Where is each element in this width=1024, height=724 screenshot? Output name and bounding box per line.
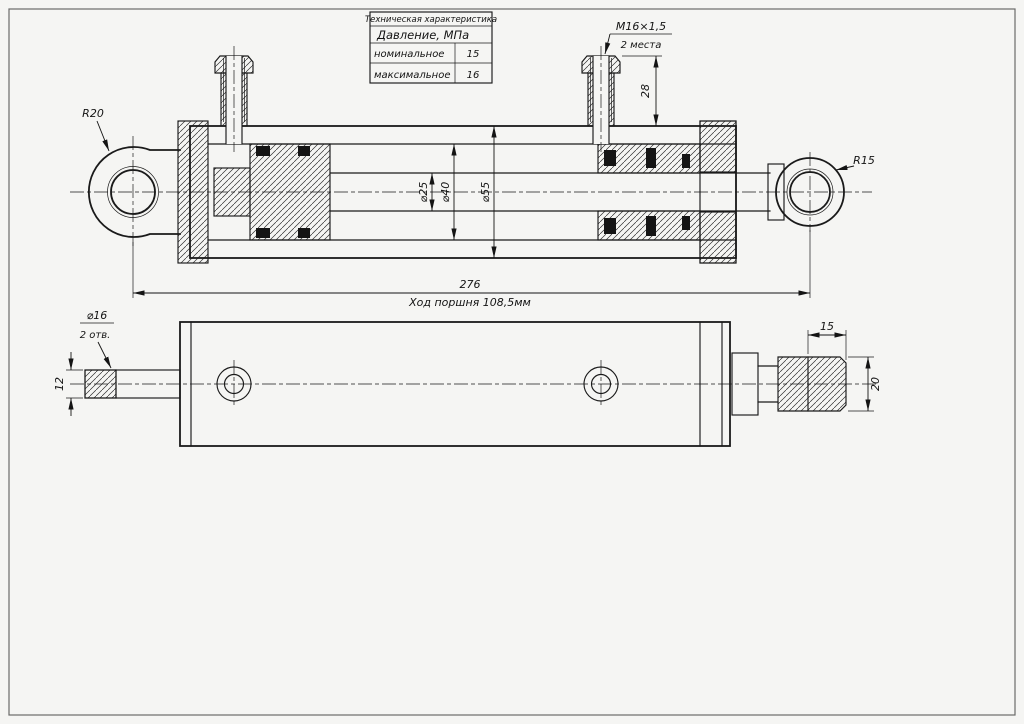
dimension-thread-length: 15	[807, 320, 847, 360]
eye-hole-count-label: 2 отв.	[80, 330, 111, 341]
rear-eye-radius-label: R20	[82, 107, 104, 120]
head-collar	[699, 120, 737, 264]
dimension-barrel-diameter: ⌀55	[479, 126, 497, 258]
stroke-note-label: Ход поршня 108,5мм	[408, 296, 531, 309]
rear-eye-radius-callout: R20	[82, 107, 110, 152]
spec-table: Техническая характеристика Давление, МПа…	[365, 11, 497, 84]
eye-hole-callout: ⌀16 2 отв.	[80, 309, 114, 369]
spec-max-value: 16	[467, 70, 480, 81]
dimension-rod-end-diameter: 20	[848, 356, 882, 412]
spec-nominal-label: номинальное	[374, 49, 444, 60]
center-lines-side	[70, 360, 876, 408]
eye-hole-diameter-label: ⌀16	[87, 309, 108, 322]
thread-callout-label: M16×1,5	[616, 20, 666, 33]
spec-max-label: максимальное	[374, 70, 450, 81]
overall-length-label: 276	[460, 278, 481, 291]
section-view: ⌀25 ⌀40 ⌀55 28 M16×1,5 2 места R20	[70, 20, 875, 309]
front-eye-radius-label: R15	[853, 154, 875, 167]
sheet-border	[8, 8, 1016, 716]
thread-callout: M16×1,5 2 места	[604, 20, 672, 55]
dimension-rod-diameter: ⌀25	[417, 173, 435, 211]
gland-assembly	[597, 143, 701, 241]
port-height-label: 28	[639, 84, 652, 98]
front-eye-radius-callout: R15	[835, 154, 875, 171]
piston-rod	[329, 172, 771, 212]
spec-nominal-value: 15	[467, 49, 480, 60]
thread-length-label: 15	[820, 320, 834, 333]
dimension-overall-length: 276 Ход поршня 108,5мм	[132, 230, 811, 309]
spec-parameter-label: Давление, МПа	[376, 28, 469, 42]
dimension-plate-thickness: 12	[53, 352, 83, 416]
rod-end-diameter-label: 20	[869, 377, 882, 391]
dimension-bore-diameter: ⌀40	[439, 144, 457, 240]
plate-thickness-label: 12	[53, 377, 66, 391]
rod-end	[731, 352, 847, 416]
bore-diameter-label: ⌀40	[439, 182, 452, 203]
thread-places-label: 2 места	[621, 40, 662, 51]
center-lines-section	[70, 46, 872, 248]
rod-diameter-label: ⌀25	[417, 182, 430, 203]
spec-table-title: Техническая характеристика	[365, 15, 497, 25]
barrel-diameter-label: ⌀55	[479, 182, 492, 203]
dimension-port-height: 28	[622, 55, 662, 126]
side-view: ⌀16 2 отв. 12 15 20	[53, 309, 882, 447]
